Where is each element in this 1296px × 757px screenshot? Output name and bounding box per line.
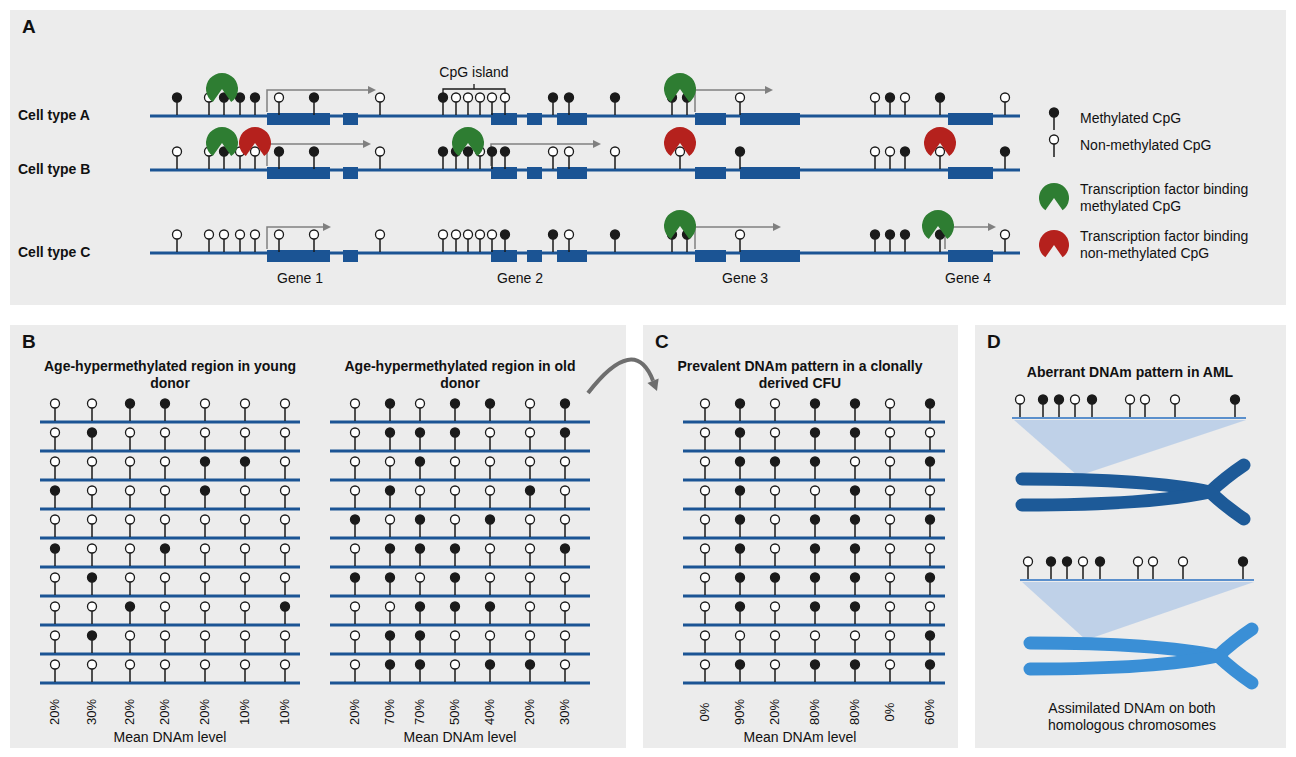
percent-value: 20% [197,690,213,734]
legend-swatch [1036,227,1072,263]
panel-letter: A [22,16,1286,38]
legend-swatch [1036,127,1072,163]
percent-value: 20% [522,690,538,734]
label: Cell type A [18,107,143,124]
legend-swatch [1036,180,1072,216]
legend-text: Transcription factor binding methylated … [1080,181,1280,215]
label: Mean DNAm level [350,729,570,746]
percent-value: 20% [767,690,783,734]
percent-value: 10% [277,690,293,734]
panel-title: Prevalent DNAm pattern in a clonally der… [655,358,945,392]
legend-text: Transcription factor binding non-methyla… [1080,228,1280,262]
chromosomes [1012,395,1254,683]
label: Cell type C [18,244,143,261]
percent-value: 20% [47,690,63,734]
percent-value: 20% [157,690,173,734]
label: Gene 4 [923,270,1013,287]
label: Gene 1 [255,270,345,287]
percent-value: 80% [847,690,863,734]
panel-letter: D [987,331,1286,353]
legend-text: Methylated CpG [1080,110,1280,127]
label: CpG island [404,64,544,81]
panel: D [975,325,1286,748]
percent-value: 90% [732,690,748,734]
percent-value: 20% [122,690,138,734]
panel-title: Aberrant DNAm pattern in AML [985,364,1275,381]
percent-value: 30% [557,690,573,734]
legend-swatch [1036,100,1072,136]
label: Gene 3 [700,270,790,287]
label: Mean DNAm level [690,729,910,746]
panel-title: Age-hypermethylated region in old donor [330,358,590,392]
panel: B [10,325,626,748]
label: Mean DNAm level [60,729,280,746]
gene-tracks [150,73,1020,262]
percent-value: 80% [807,690,823,734]
percent-value: 20% [347,690,363,734]
label: Gene 2 [475,270,565,287]
percent-value: 30% [84,690,100,734]
percent-value: 50% [447,690,463,734]
label: Cell type B [18,161,143,178]
percent-value: 0% [882,690,898,734]
percent-value: 70% [412,690,428,734]
read-grids [40,399,945,683]
label: Assimilated DNAm on both homologous chro… [1017,700,1247,734]
percent-value: 70% [382,690,398,734]
curved-arrow [588,360,659,393]
percent-value: 60% [922,690,938,734]
panel-title: Age-hypermethylated region in young dono… [35,358,305,392]
percent-value: 40% [482,690,498,734]
panel-letter: C [655,331,958,353]
percent-value: 0% [697,690,713,734]
percent-value: 10% [237,690,253,734]
legend-text: Non-methylated CpG [1080,137,1280,154]
panel-letter: B [22,331,626,353]
